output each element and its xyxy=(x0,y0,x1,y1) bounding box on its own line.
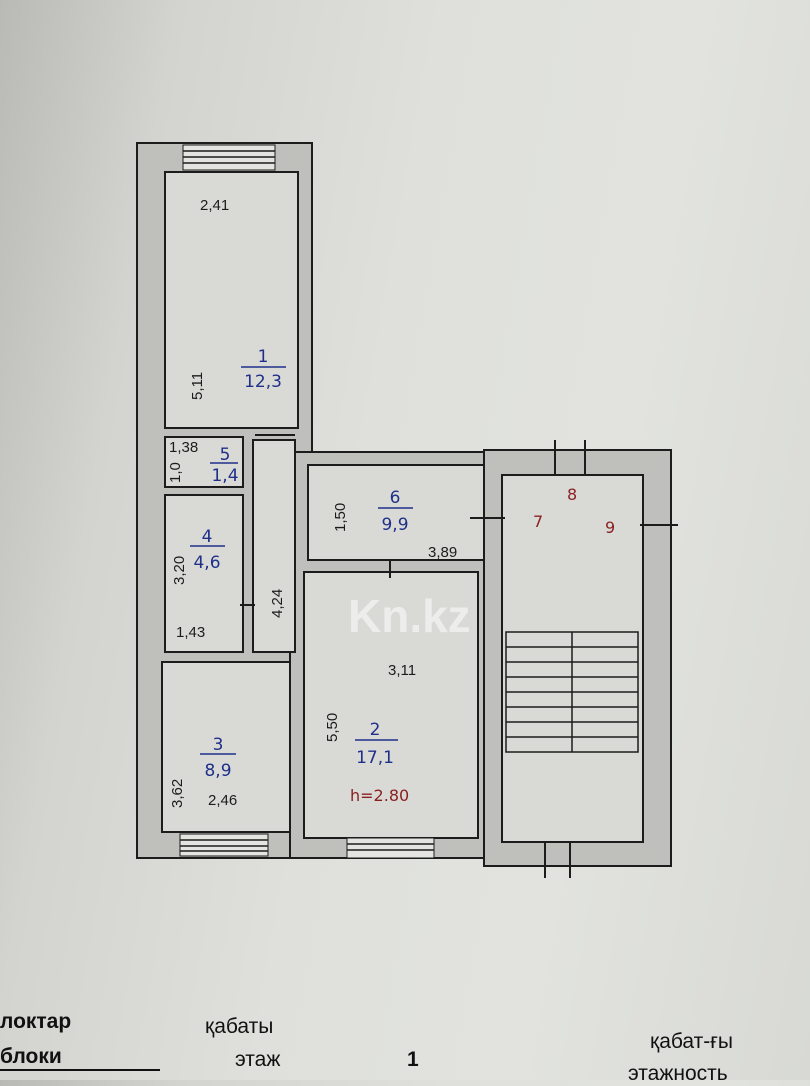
room-7-number: 7 xyxy=(533,512,543,531)
room-3-width: 2,46 xyxy=(208,792,237,809)
floors-label-ru: этажность xyxy=(628,1062,728,1085)
room-2-number: 2 xyxy=(370,720,381,740)
room-1-length: 5,11 xyxy=(189,372,206,400)
room-1-number: 1 xyxy=(258,347,269,367)
room-6-width: 3,89 xyxy=(428,544,457,561)
room-3-area: 8,9 xyxy=(204,761,231,781)
window-room-2 xyxy=(346,837,435,859)
room-1-width: 2,41 xyxy=(200,197,229,214)
room-3 xyxy=(161,661,291,833)
room-4-number: 4 xyxy=(202,527,213,547)
stair-steps xyxy=(505,631,639,753)
watermark: Kn.kz xyxy=(348,590,471,642)
floors-label-kz: қабат-ғы xyxy=(650,1030,733,1053)
room-3-number: 3 xyxy=(213,735,224,755)
doors xyxy=(240,434,678,878)
floor-label-ru: этаж xyxy=(235,1048,281,1071)
room-4-width: 1,43 xyxy=(176,624,205,641)
room-5-length: 1,0 xyxy=(167,462,184,483)
room-3-length: 3,62 xyxy=(169,779,186,808)
window-room-3 xyxy=(179,833,269,857)
room-4-length: 3,20 xyxy=(171,556,188,585)
room-6 xyxy=(307,464,485,561)
room-9-number: 9 xyxy=(605,518,615,537)
floor-label-kz: қабаты xyxy=(205,1015,274,1038)
room-4 xyxy=(164,494,244,653)
corridor-length: 4,24 xyxy=(269,589,286,618)
corridor xyxy=(252,439,296,653)
ceiling-height: h=2.80 xyxy=(350,786,409,805)
blocks-label-ru: блоки xyxy=(0,1045,160,1071)
room-5-width: 1,38 xyxy=(169,439,198,456)
room-1-area: 12,3 xyxy=(244,372,282,392)
window-top xyxy=(182,144,276,171)
room-2-length: 5,50 xyxy=(324,713,341,742)
room-4-area: 4,6 xyxy=(193,553,220,573)
room-8-number: 8 xyxy=(567,485,577,504)
room-6-number: 6 xyxy=(390,488,401,508)
room-1 xyxy=(164,171,299,429)
room-5-area: 1,4 xyxy=(211,466,238,486)
blocks-label-kz: локтар xyxy=(0,1010,72,1033)
room-2-width: 3,11 xyxy=(388,662,416,679)
floor-value: 1 xyxy=(407,1048,419,1071)
room-6-area: 9,9 xyxy=(381,515,408,535)
room-5 xyxy=(164,436,244,488)
room-6-length: 1,50 xyxy=(332,503,349,532)
room-2-area: 17,1 xyxy=(356,748,394,768)
room-5-number: 5 xyxy=(220,445,231,465)
